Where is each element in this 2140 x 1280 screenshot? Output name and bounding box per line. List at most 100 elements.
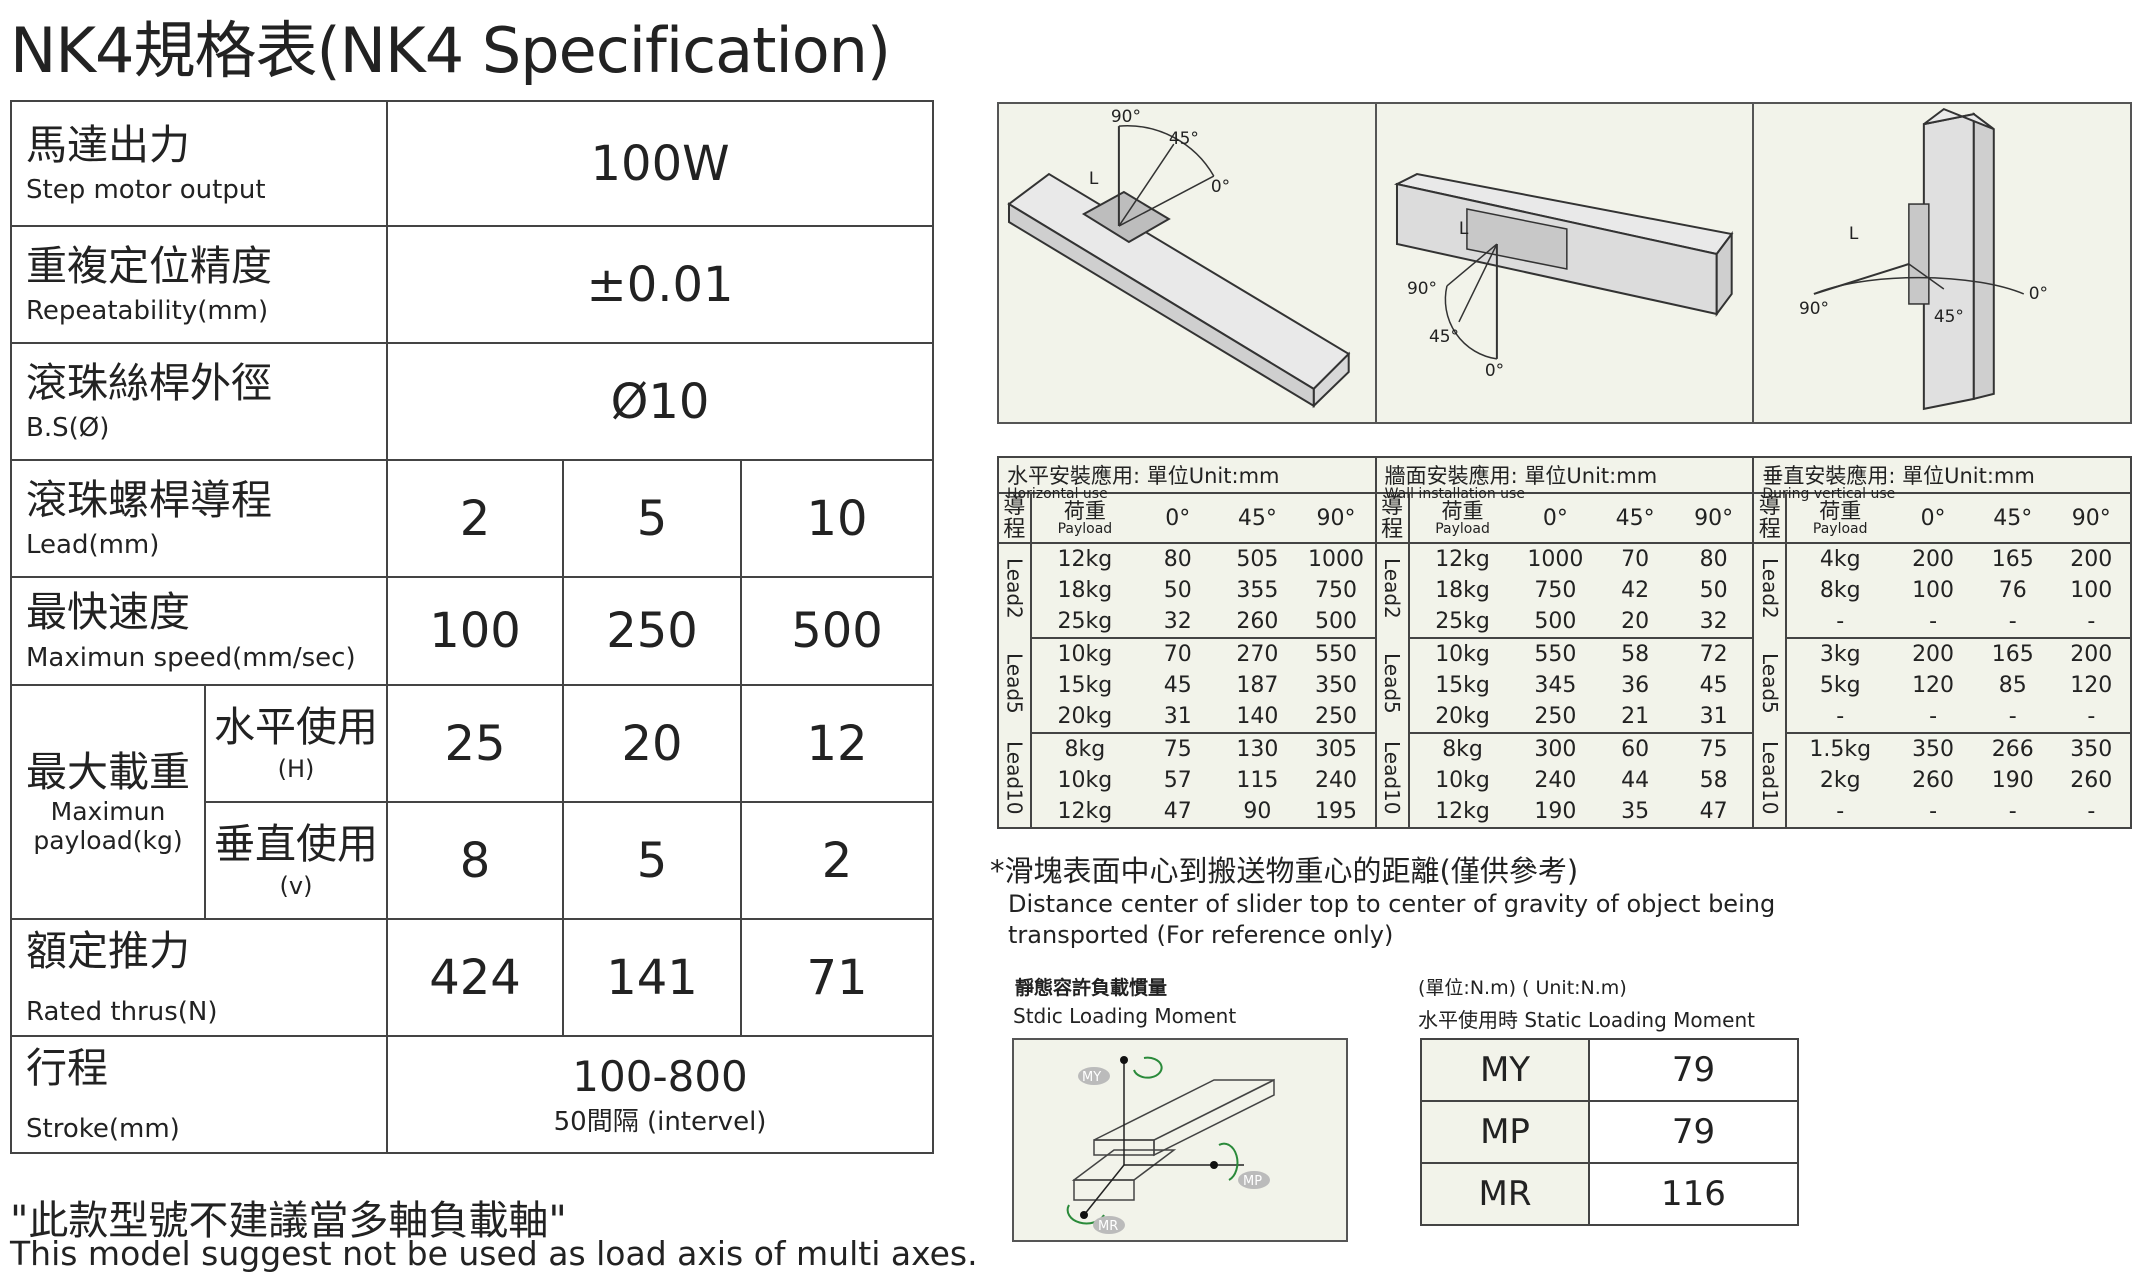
overhang-value: 140	[1217, 701, 1298, 734]
stroke-interval: 50間隔 (intervel)	[553, 1106, 767, 1137]
overhang-value: 36	[1621, 673, 1650, 698]
mp-label: MP	[1243, 1174, 1262, 1189]
ballscrew-value: Ø10	[386, 342, 935, 461]
overhang-value: 165	[1991, 642, 2034, 667]
stroke-label-zh: 行程	[26, 1043, 108, 1092]
lead-group-label: Lead10	[1754, 733, 1788, 827]
overhang-value: 550	[1314, 642, 1357, 667]
overhang-value: 31	[1674, 701, 1753, 734]
repeatability-value: ±0.01	[386, 225, 935, 344]
lead-group-label: Lead5	[999, 638, 1032, 733]
lead-column-header: 導程	[1754, 494, 1788, 544]
overhang-value: 200	[2070, 547, 2113, 572]
lead-group-text: Lead10	[1380, 740, 1405, 815]
overhang-value: -	[1972, 606, 2053, 639]
angle-0-label: 0°	[1211, 177, 1230, 197]
payload-weight: 3kg	[1819, 642, 1861, 667]
overhang-value: 200	[1912, 547, 1955, 572]
payload-row: ----	[1754, 701, 2131, 734]
speed-value: 250	[562, 576, 743, 686]
moment-row-mr: MR 116	[1420, 1162, 1799, 1226]
overhang-value: 130	[1236, 737, 1279, 762]
horizontal-use-code: (H)	[277, 755, 315, 784]
multi-axis-note-zh: "此款型號不建議當多軸負載軸"	[10, 1198, 567, 1244]
vertical-installation-diagram: 90° 45° 0° L	[1754, 104, 2130, 422]
angle-0-label: 0°	[2029, 284, 2048, 304]
overhang-value: 1000	[1527, 547, 1584, 572]
angle-45-label: 45°	[1429, 327, 1459, 347]
lead-value: 2	[386, 459, 565, 578]
overhang-value: 187	[1236, 673, 1279, 698]
overhang-value: 240	[1534, 768, 1577, 793]
overhang-value: -	[1929, 799, 1938, 824]
lead-group-label: Lead5	[1376, 638, 1410, 733]
distance-note-en: Distance center of slider top to center …	[1008, 889, 1775, 950]
moment-value: 79	[1588, 1038, 1799, 1102]
overhang-value: 350	[1912, 737, 1955, 762]
lead-group-label: Lead2	[1376, 543, 1410, 638]
overhang-value: 505	[1236, 547, 1279, 572]
overhang-value: 57	[1163, 768, 1192, 793]
overhang-value: -	[1893, 701, 1973, 734]
lead-group-text: Lead5	[1757, 652, 1782, 714]
overhang-value: 90	[1243, 799, 1272, 824]
overhang-value: 190	[1534, 799, 1577, 824]
overhang-value: 50	[1163, 578, 1192, 603]
overhang-value: 120	[1912, 673, 1955, 698]
installation-illustrations: 90° 45° 0° L 90° 45° 0° L	[997, 102, 2132, 424]
payload-weight: 8kg	[1442, 737, 1483, 762]
lead-group-label: Lead10	[999, 733, 1032, 827]
angle-45-label: 45°	[1934, 307, 1964, 327]
overhang-value: 266	[1991, 737, 2034, 762]
overhang-value: -	[2087, 799, 2096, 824]
overhang-value: 58	[1621, 642, 1650, 667]
payload-weight: 12kg	[1435, 799, 1490, 824]
spec-table: 馬達出力 Step motor output 100W 重複定位精度 Repea…	[9, 100, 935, 1154]
payload-weight: 10kg	[1057, 642, 1113, 667]
overhang-value: 44	[1621, 768, 1650, 793]
lead-group-label: Lead5	[1754, 638, 1788, 733]
payload-weight: 20kg	[1030, 701, 1138, 734]
moment-key: MP	[1420, 1100, 1590, 1164]
distance-note-zh: *滑塊表面中心到搬送物重心的距離(僅供參考)	[990, 854, 1579, 888]
motor-label-en: Step motor output	[26, 175, 266, 206]
payload-v-value: 2	[740, 801, 935, 920]
motor-label-zh: 馬達出力	[26, 120, 190, 169]
lead-group-text: Lead10	[1757, 740, 1782, 815]
lead-column-header: 導程	[999, 494, 1032, 544]
overhang-value: -	[2052, 701, 2131, 734]
wall-actuator-drawing: 90° 45° 0° L	[1393, 173, 1734, 381]
payload-h-value: 25	[386, 684, 565, 803]
repeatability-label-zh: 重複定位精度	[26, 241, 272, 290]
overhang-value: 195	[1314, 799, 1357, 824]
angle-column-header: 0°	[1515, 494, 1596, 544]
payload-header-zh: 荷重	[1063, 498, 1106, 523]
overhang-value: 120	[2070, 673, 2113, 698]
moment-row-my: MY 79	[1420, 1038, 1799, 1102]
distance-l-label: L	[1089, 169, 1099, 189]
speed-value: 100	[386, 576, 565, 686]
vertical-actuator-drawing: 90° 45° 0° L	[1799, 107, 2048, 411]
speed-label-zh: 最快速度	[26, 588, 190, 637]
distance-l-label: L	[1459, 219, 1469, 239]
lead-group-text: Lead5	[1002, 652, 1027, 714]
overhang-value: 750	[1314, 578, 1357, 603]
overhang-value: -	[1893, 606, 1973, 639]
overhang-value: 300	[1534, 737, 1577, 762]
mr-label: MR	[1098, 1219, 1118, 1234]
thrust-value: 424	[386, 918, 565, 1037]
lead-label-zh: 滾珠螺桿導程	[26, 475, 272, 524]
